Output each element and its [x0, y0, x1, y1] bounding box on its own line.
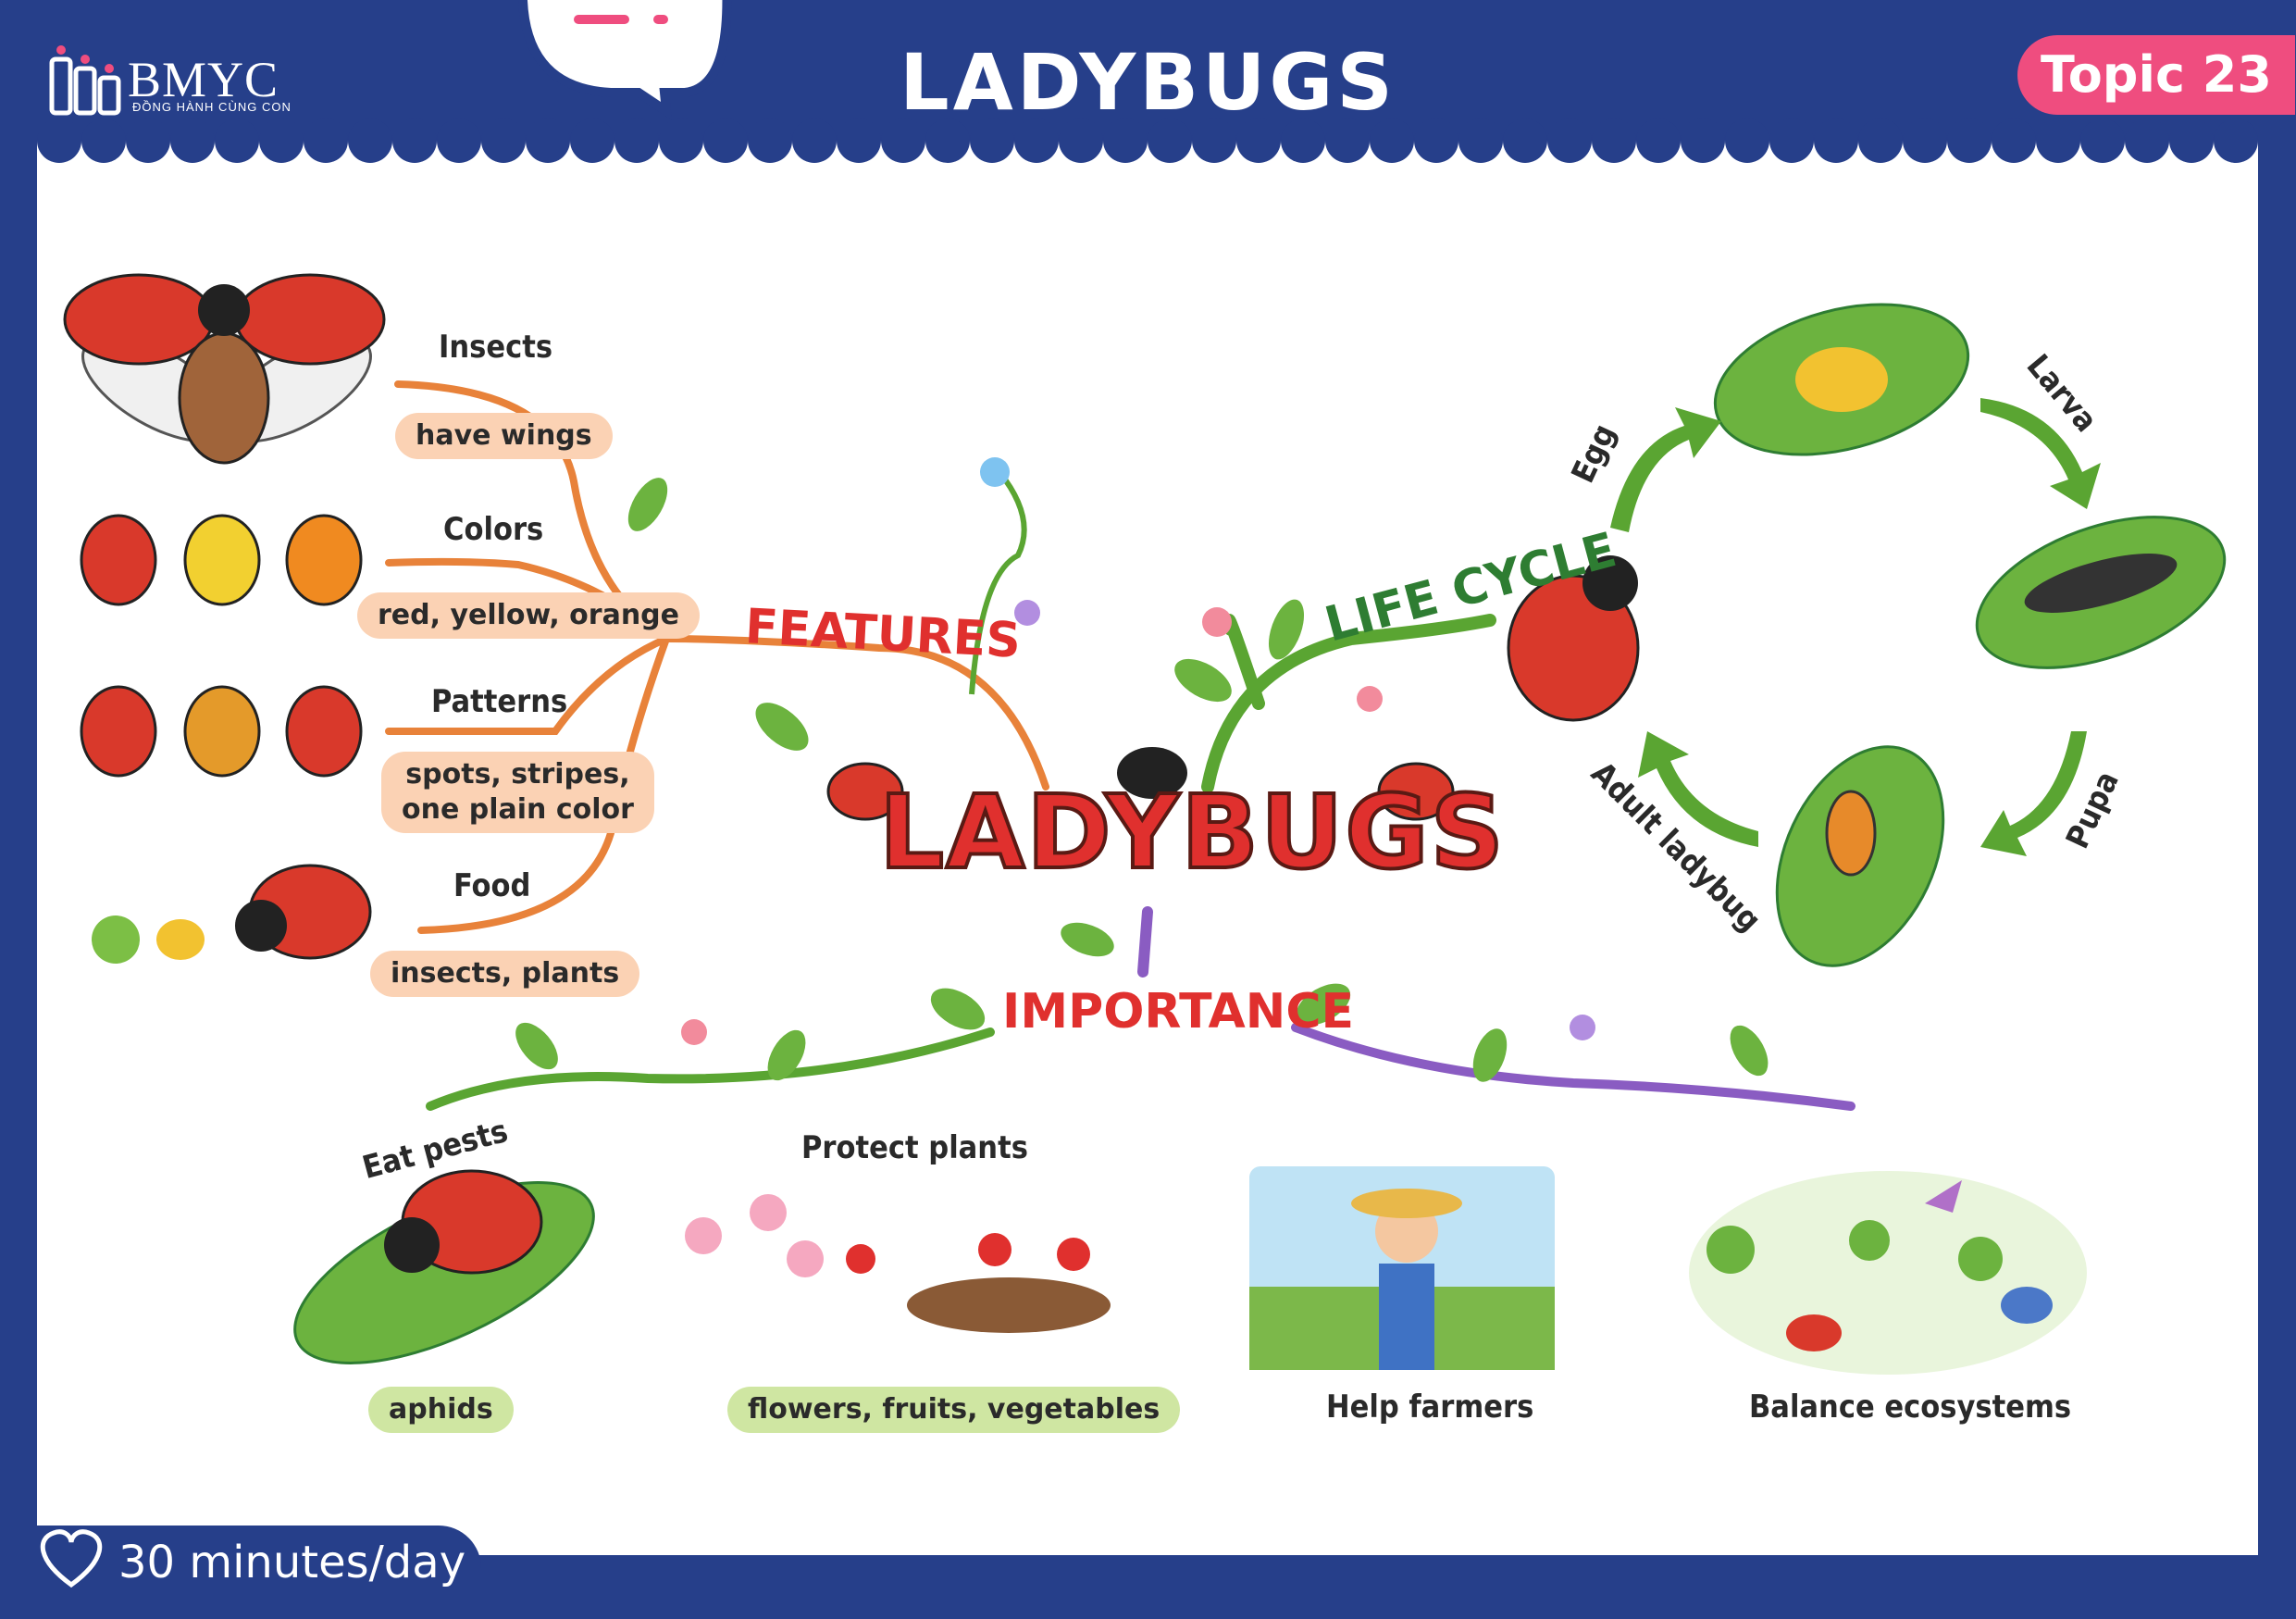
flying-ladybug-illustration: [65, 275, 387, 463]
importance-eat-pests-value: aphids: [368, 1387, 514, 1433]
lifecycle-larva-leaf: [1957, 487, 2245, 697]
center-title: LADYBUGS: [879, 773, 1397, 891]
pink-flower-icon: [1202, 607, 1232, 637]
importance-protect-plants-value: flowers, fruits, vegetables: [727, 1387, 1180, 1433]
importance-balance-ecosystems-label: Balance ecosystems: [1749, 1389, 2071, 1426]
purple-flower-icon: [1570, 1015, 1595, 1040]
importance-protect-plants-label: Protect plants: [801, 1129, 1028, 1166]
balance-ecosystems-illustration: [1689, 1171, 2087, 1375]
lifecycle-pupa-leaf: [1744, 720, 1977, 992]
food-ladybug-illustration: [92, 866, 370, 964]
features-food-label: Food: [453, 867, 530, 904]
features-patterns-value-line2: one plain color: [402, 792, 634, 828]
importance-help-farmers-label: Help farmers: [1326, 1389, 1533, 1426]
features-food-value: insects, plants: [370, 951, 639, 997]
importance-label: IMPORTANCE: [1002, 984, 1354, 1040]
pink-flower-icon: [681, 1019, 707, 1045]
features-insects-value: have wings: [395, 413, 613, 459]
features-colors-label: Colors: [443, 511, 543, 548]
colors-ladybugs-illustration: [81, 516, 361, 604]
pink-flower-icon: [1357, 686, 1383, 712]
help-farmers-illustration: [1249, 1166, 1555, 1370]
protect-plants-illustration: [685, 1194, 1111, 1333]
lifecycle-egg-leaf: [1698, 279, 1984, 479]
blue-flower-icon: [980, 457, 1010, 487]
eat-pests-illustration: [270, 1146, 618, 1401]
features-patterns-label: Patterns: [431, 683, 567, 720]
features-patterns-value: spots, stripes, one plain color: [381, 752, 654, 833]
features-colors-value: red, yellow, orange: [357, 592, 700, 639]
features-patterns-value-line1: spots, stripes,: [402, 757, 634, 792]
features-insects-label: Insects: [439, 329, 552, 366]
patterns-ladybugs-illustration: [81, 687, 361, 776]
